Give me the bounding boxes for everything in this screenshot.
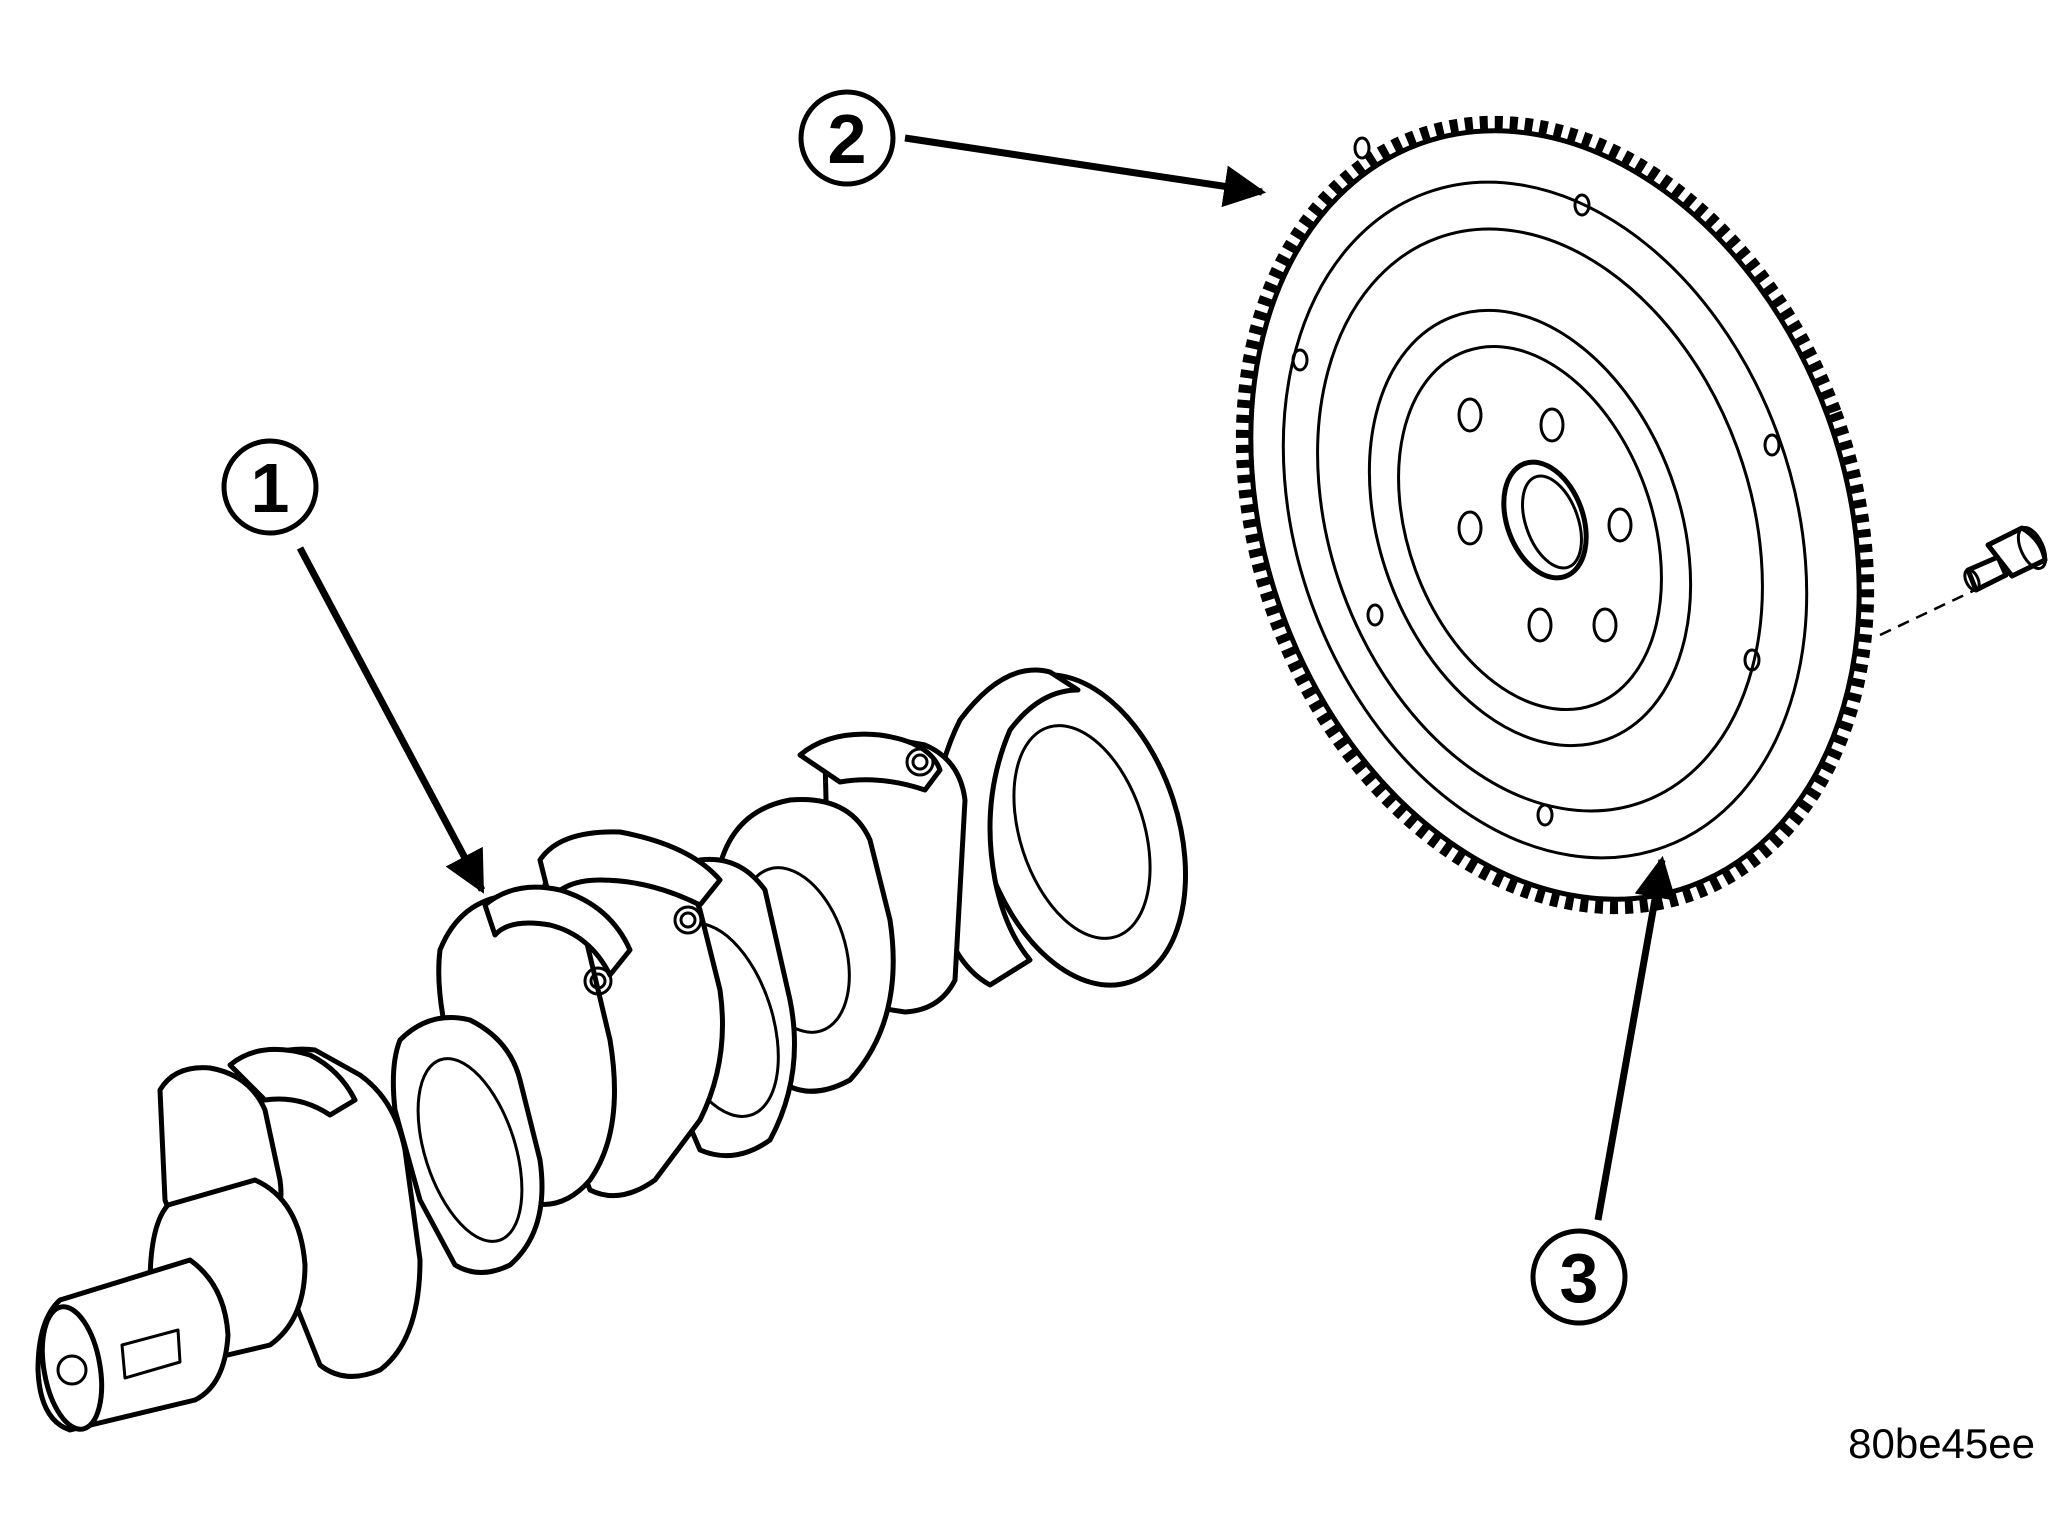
crankshaft bbox=[35, 667, 1189, 1433]
callout-1-number: 1 bbox=[251, 449, 290, 527]
bolt-hole bbox=[1457, 510, 1483, 546]
outer-hole bbox=[1366, 603, 1384, 627]
snout-end-face bbox=[39, 1304, 105, 1432]
flywheel-ring-gear bbox=[1235, 115, 1875, 915]
oil-hole-inner bbox=[911, 753, 929, 771]
outer-hole bbox=[1573, 193, 1591, 217]
outer-hole bbox=[1743, 648, 1761, 672]
flywheel-bolt-holes bbox=[1457, 397, 1633, 643]
callout-3-number: 3 bbox=[1560, 1239, 1599, 1317]
outer-hole bbox=[1763, 433, 1781, 457]
figure-code: 80be45ee bbox=[1848, 1420, 2035, 1467]
flywheel-step-ring bbox=[1316, 227, 1764, 813]
callout-2: 2 bbox=[798, 89, 896, 187]
flywheel-center-bore bbox=[1501, 459, 1589, 581]
callout-3-circle bbox=[1530, 1228, 1628, 1326]
outer-hole bbox=[1536, 803, 1554, 827]
outer-hole bbox=[1353, 136, 1371, 160]
callout-1-circle bbox=[221, 438, 319, 536]
oil-hole bbox=[673, 905, 703, 935]
flywheel-face-ring bbox=[1281, 180, 1809, 860]
counterweight-1-body bbox=[390, 1015, 545, 1275]
rear-flange-ring bbox=[1012, 724, 1152, 940]
bolt-head-top bbox=[2016, 526, 2048, 570]
flywheel-bolt bbox=[1879, 525, 2048, 637]
keyway bbox=[120, 1328, 182, 1380]
callout-1: 1 bbox=[221, 438, 319, 536]
flywheel bbox=[1235, 115, 1875, 915]
bolt-hole bbox=[1457, 397, 1483, 433]
callout-2-number: 2 bbox=[828, 100, 867, 178]
counterweight-3-top bbox=[537, 829, 723, 908]
oil-hole bbox=[583, 966, 613, 996]
crankshaft-rear-flange bbox=[930, 667, 1189, 988]
bolt-hole bbox=[1607, 507, 1633, 543]
bolt-hole bbox=[1539, 407, 1565, 443]
oil-hole-inner bbox=[589, 972, 607, 990]
snout-center-hole bbox=[56, 1354, 88, 1386]
oil-hole-inner bbox=[679, 911, 697, 929]
callout-3: 3 bbox=[1530, 1228, 1628, 1326]
crankshaft-snout bbox=[35, 1177, 308, 1433]
bolt-centerline bbox=[1879, 588, 1976, 637]
counterweight-front bbox=[157, 1046, 423, 1379]
bolt-shank-end bbox=[1963, 568, 1981, 592]
flywheel-outer-holes bbox=[1291, 136, 1781, 827]
flywheel-hub-inner bbox=[1397, 344, 1663, 712]
flywheel-outer-rim bbox=[1248, 128, 1862, 902]
callout-2-arrow bbox=[904, 134, 1267, 208]
oil-hole bbox=[905, 747, 935, 777]
flywheel-hub-ring bbox=[1367, 308, 1693, 748]
bolt-hole bbox=[1592, 607, 1618, 643]
outer-hole bbox=[1291, 348, 1309, 372]
callout-3-arrow bbox=[1594, 855, 1677, 1221]
counterweight-2-top bbox=[482, 884, 633, 978]
callout-1-arrow bbox=[296, 546, 486, 894]
callout-2-circle bbox=[798, 89, 896, 187]
counterweight-1 bbox=[390, 1015, 545, 1275]
journal-1 bbox=[416, 1057, 524, 1243]
flywheel-center-bore-inner bbox=[1521, 474, 1583, 570]
counterweight-front-top bbox=[227, 1046, 358, 1118]
bolt-hole bbox=[1527, 607, 1553, 643]
